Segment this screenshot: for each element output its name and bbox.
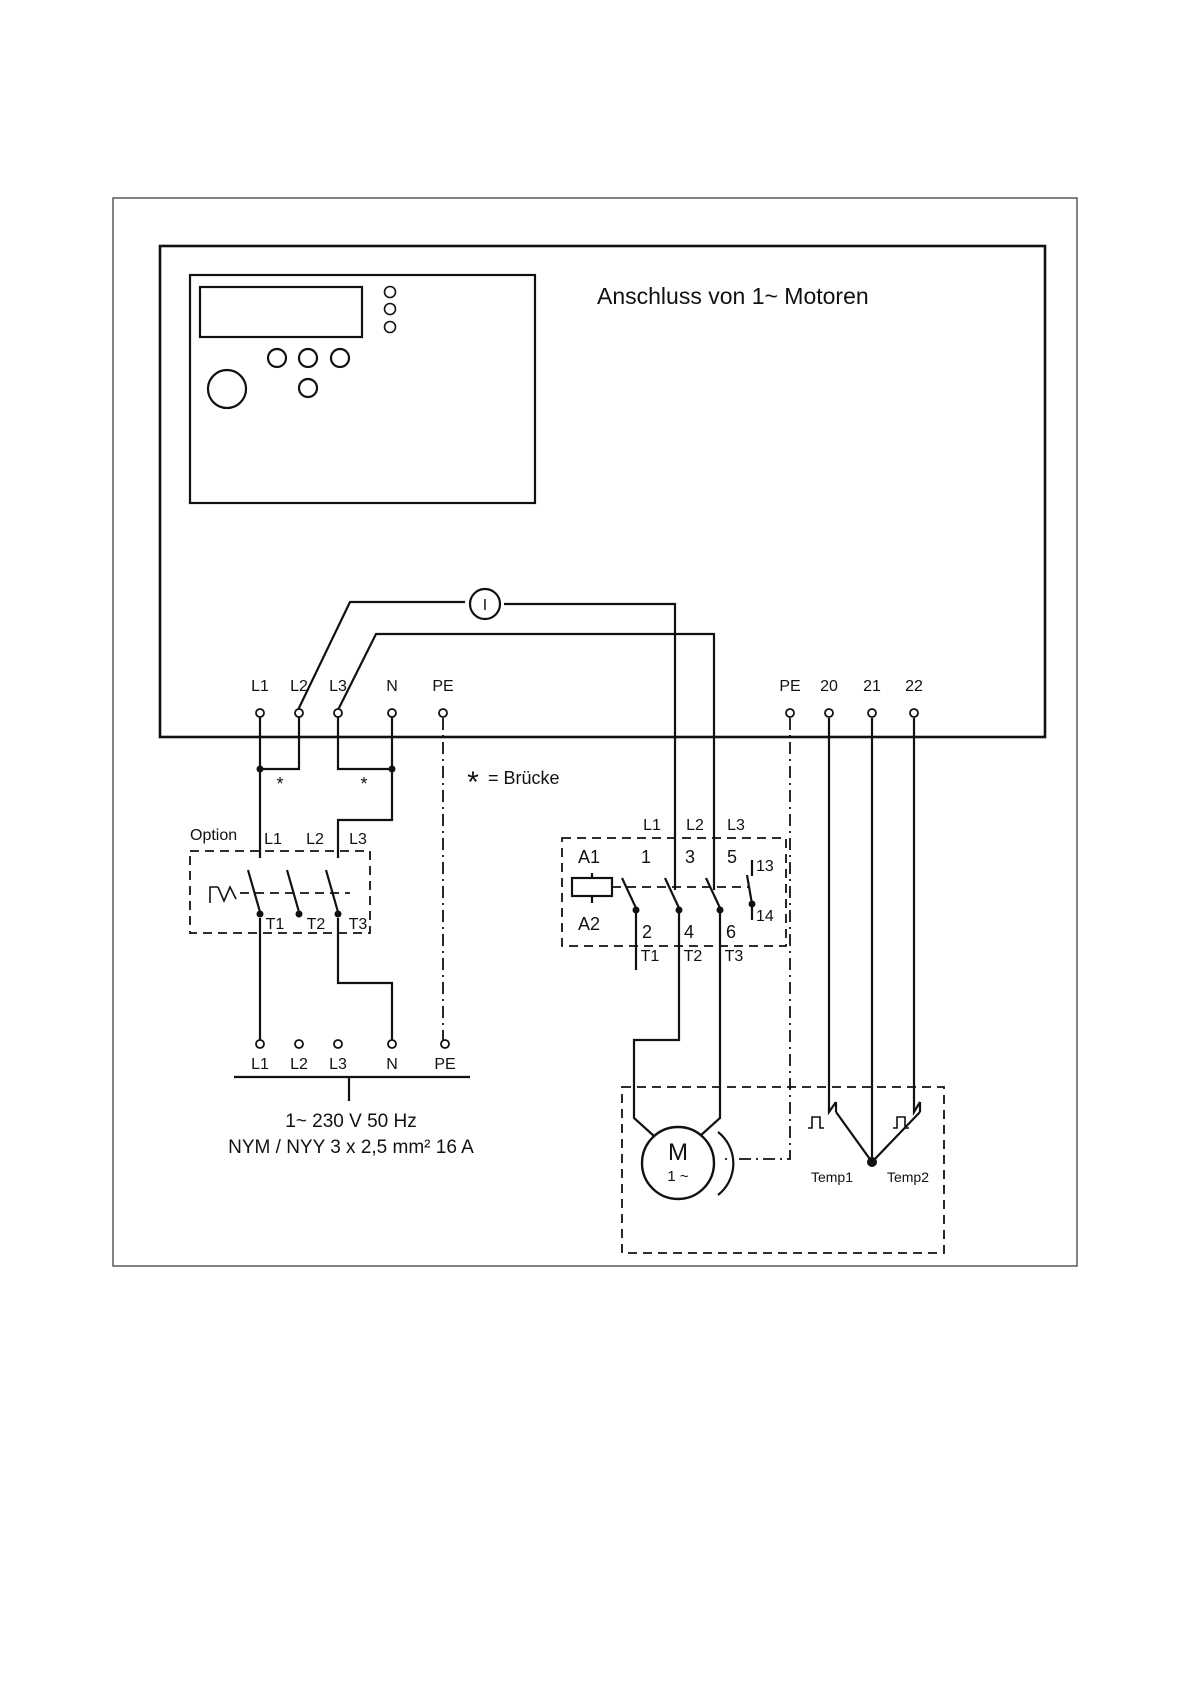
terminal-label-pe: PE (432, 678, 453, 695)
wire-temp-common (836, 718, 920, 1162)
contactor-top-l1: L1 (643, 817, 661, 834)
supply-label-l1: L1 (251, 1056, 269, 1073)
panel-button-2 (299, 349, 317, 367)
option-bottom-t2: T2 (307, 916, 326, 933)
contactor-bottom-t3: T3 (725, 948, 744, 965)
terminal-label-l3: L3 (329, 678, 347, 695)
supply-label-l2: L2 (290, 1056, 308, 1073)
supply-label-n: N (386, 1056, 398, 1073)
bridge-legend: = Brücke (488, 768, 560, 788)
wire-motor-2 (700, 910, 720, 1136)
indicator-led-2 (385, 304, 396, 315)
supply-label-pe: PE (434, 1056, 455, 1073)
aux-contact-14: 14 (756, 908, 774, 925)
contactor-top-l2: L2 (686, 817, 704, 834)
option-top-l3: L3 (349, 831, 367, 848)
panel-button-4 (299, 379, 317, 397)
supply-spec-line-2: NYM / NYY 3 x 2,5 mm² 16 A (228, 1137, 474, 1158)
control-panel (190, 275, 535, 503)
thermal-trip-icon (210, 887, 236, 903)
contact-5: 5 (727, 847, 737, 867)
terminal-label-l2: L2 (290, 678, 308, 695)
wire-l3-n-bridge (338, 716, 392, 769)
contactor-top-l3: L3 (727, 817, 745, 834)
coil-a2: A2 (578, 914, 600, 934)
wire-motor-1 (634, 910, 679, 1136)
contactor-bottom-t1: T1 (641, 948, 660, 965)
bridge-legend-star: * (467, 766, 479, 799)
coil-a1: A1 (578, 847, 600, 867)
bridge-mark-2: * (360, 774, 367, 794)
wire-temp-22 (914, 718, 920, 1112)
terminal-label-20: 20 (820, 678, 838, 695)
supply-spec-line-1: 1~ 230 V 50 Hz (285, 1111, 417, 1132)
option-top-l2: L2 (306, 831, 324, 848)
contact-3: 3 (685, 847, 695, 867)
aux-contact-13: 13 (756, 858, 774, 875)
contact-1: 1 (641, 847, 651, 867)
terminal-label-21: 21 (863, 678, 881, 695)
current-sensor-label: I (483, 597, 487, 614)
indicator-led-3 (385, 322, 396, 333)
coil-symbol (572, 878, 612, 896)
rotary-knob (208, 370, 246, 408)
contactor-bottom-t2: T2 (684, 948, 703, 965)
contact-4: 4 (684, 922, 694, 942)
contact-2: 2 (642, 922, 652, 942)
option-label: Option (190, 827, 237, 844)
contact-6: 6 (726, 922, 736, 942)
terminal-label-pe-right: PE (779, 678, 800, 695)
motor-phase-label: 1 ~ (667, 1168, 689, 1185)
diagram-title: Anschluss von 1~ Motoren (597, 283, 869, 309)
panel-button-3 (331, 349, 349, 367)
wire-l1-bridge (260, 716, 299, 769)
thermal-contact-icon-1 (808, 1117, 824, 1128)
wire-temp-20 (829, 718, 836, 1112)
wire-n-supply (338, 769, 392, 1040)
terminal-label-l1: L1 (251, 678, 269, 695)
display-window (200, 287, 362, 337)
supply-label-l3: L3 (329, 1056, 347, 1073)
indicator-led-1 (385, 287, 396, 298)
controller-housing (160, 246, 1045, 737)
option-bottom-t1: T1 (266, 916, 285, 933)
temp-sensor-1: Temp1 (811, 1169, 853, 1185)
motor-label: M (668, 1139, 688, 1166)
option-switch-contacts (210, 870, 350, 918)
temp-sensor-2: Temp2 (887, 1169, 929, 1185)
outer-frame (113, 198, 1077, 1266)
terminal-label-22: 22 (905, 678, 923, 695)
option-top-l1: L1 (264, 831, 282, 848)
wire-l3-internal (338, 634, 714, 890)
option-bottom-t3: T3 (349, 916, 368, 933)
terminal-label-n: N (386, 678, 398, 695)
panel-button-1 (268, 349, 286, 367)
bridge-mark-1: * (276, 774, 283, 794)
